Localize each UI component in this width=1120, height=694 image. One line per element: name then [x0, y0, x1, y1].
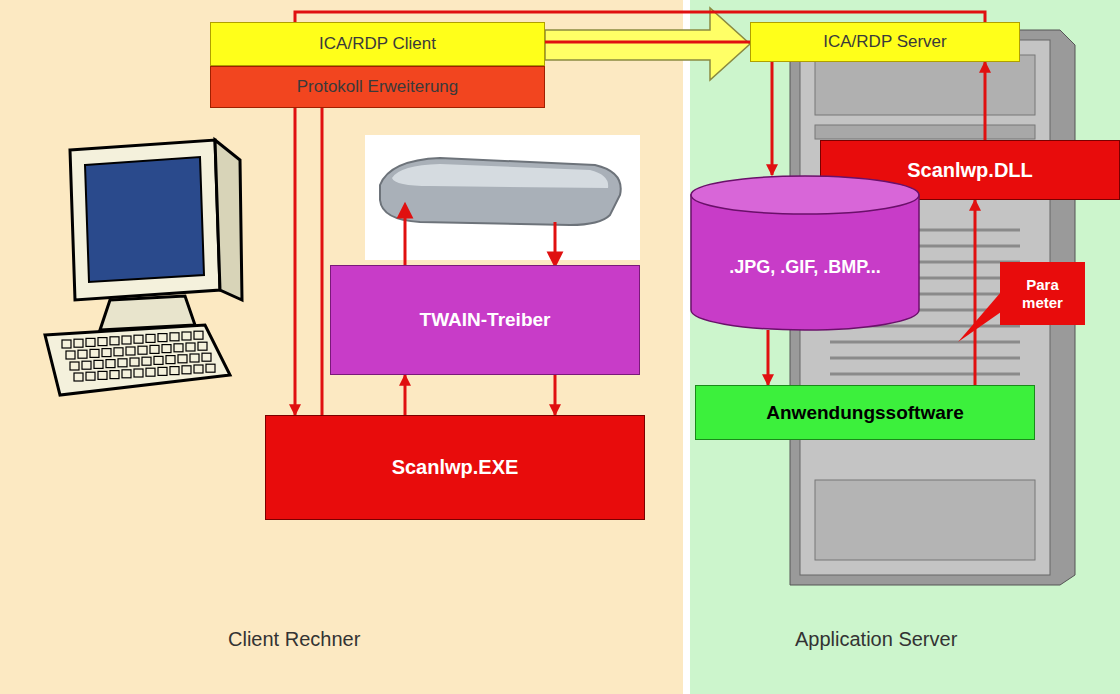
cylinder-outline — [690, 175, 920, 330]
application-box: Anwendungssoftware — [695, 385, 1035, 440]
key — [134, 335, 143, 343]
key — [62, 340, 71, 348]
key — [134, 369, 143, 377]
key — [158, 334, 167, 342]
key — [154, 356, 163, 364]
key — [194, 365, 203, 373]
flow-arrow — [974, 200, 977, 385]
parameter-callout: Para meter — [1000, 262, 1085, 325]
key — [98, 371, 107, 379]
protocol-extension-box: Protokoll Erweiterung — [210, 66, 545, 108]
node-text: Scanlwp.DLL — [907, 159, 1033, 182]
key — [114, 348, 123, 356]
computer-icon — [45, 140, 242, 395]
driver-box: TWAIN-Treiber — [330, 265, 640, 375]
program-box: Scanlwp.EXE — [265, 415, 645, 520]
node-text: ICA/RDP Client — [319, 34, 436, 54]
node-text: Protokoll Erweiterung — [297, 77, 459, 97]
flow-arrow — [767, 330, 770, 385]
key — [74, 339, 83, 347]
key — [182, 366, 191, 374]
key — [182, 332, 191, 340]
key — [174, 344, 183, 352]
key — [110, 337, 119, 345]
key — [142, 357, 151, 365]
key — [178, 355, 187, 363]
flow-arrow — [984, 62, 987, 140]
key — [86, 372, 95, 380]
node-text: Scanlwp.EXE — [392, 456, 519, 479]
key — [166, 356, 175, 364]
key — [90, 349, 99, 357]
key — [102, 349, 111, 357]
node-text: Anwendungssoftware — [766, 402, 963, 424]
client-protocol-box: ICA/RDP Client — [210, 22, 545, 66]
key — [158, 367, 167, 375]
key — [110, 371, 119, 379]
key — [170, 367, 179, 375]
vent-line — [830, 341, 1020, 344]
vent-line — [830, 357, 1020, 360]
key — [86, 338, 95, 346]
key — [122, 370, 131, 378]
key — [118, 359, 127, 367]
key — [202, 353, 211, 361]
key — [122, 336, 131, 344]
node-text: ICA/RDP Server — [823, 32, 946, 52]
key — [194, 331, 203, 339]
key — [78, 350, 87, 358]
key — [106, 360, 115, 368]
key — [130, 358, 139, 366]
key — [98, 338, 107, 346]
node-text: .JPG, .GIF, .BMP... — [729, 257, 881, 278]
key — [170, 333, 179, 341]
server-region — [690, 0, 1120, 694]
key — [82, 361, 91, 369]
key — [146, 334, 155, 342]
flow-arrow — [404, 375, 407, 415]
key — [190, 354, 199, 362]
region-label: Application Server — [795, 628, 957, 651]
key — [162, 345, 171, 353]
protocol-arrow — [545, 8, 750, 80]
key — [66, 351, 75, 359]
key — [138, 346, 147, 354]
node-text: Para meter — [1022, 276, 1063, 311]
flow-arrow — [554, 375, 557, 415]
key — [146, 368, 155, 376]
key — [150, 345, 159, 353]
key — [74, 373, 83, 381]
key — [94, 360, 103, 368]
server-protocol-box: ICA/RDP Server — [750, 22, 1020, 62]
region-label: Client Rechner — [228, 628, 360, 651]
key — [126, 347, 135, 355]
file-store-cylinder: .JPG, .GIF, .BMP... — [690, 175, 920, 330]
client-region — [0, 0, 683, 694]
key — [206, 364, 215, 372]
scanner-arrows — [399, 205, 561, 265]
node-text: TWAIN-Treiber — [420, 309, 551, 331]
vent-line — [830, 373, 1020, 376]
key — [186, 343, 195, 351]
key — [198, 342, 207, 350]
key — [70, 362, 79, 370]
